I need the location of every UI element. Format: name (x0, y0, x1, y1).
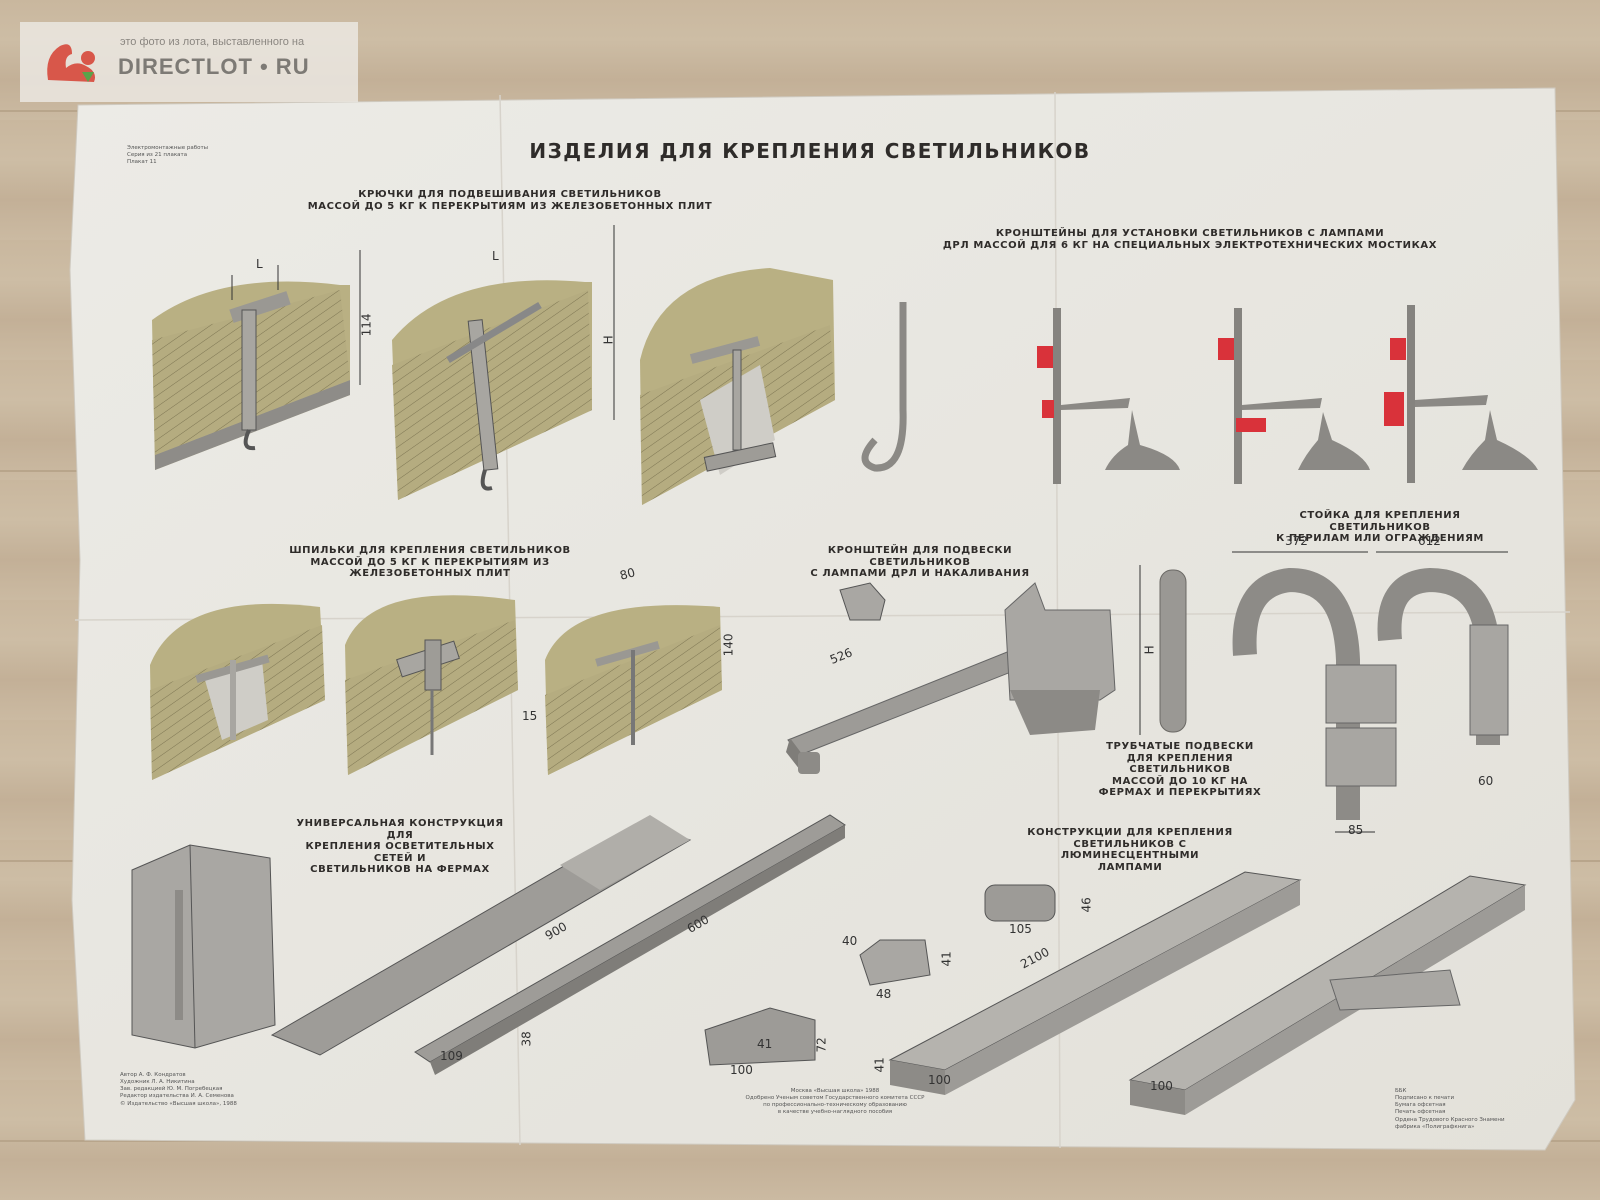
dim-109: 109 (440, 1049, 463, 1063)
dim-H-2: H (1142, 645, 1157, 655)
dim-48: 48 (876, 987, 892, 1001)
dim-114: 114 (359, 313, 374, 337)
credits-right: ББК Подписано к печати Бумага офсетная П… (1395, 1088, 1505, 1130)
pin-slab-3 (545, 605, 722, 775)
drl-bracket-1 (1037, 308, 1180, 484)
perforated-rail-900 (270, 815, 692, 1056)
dim-15: 15 (522, 709, 538, 723)
drl-bracket-2 (1218, 308, 1370, 484)
caption-universal: УНИВЕРСАЛЬНАЯ КОНСТРУКЦИЯ ДЛЯ КРЕПЛЕНИЯ … (296, 818, 504, 875)
pin-slab-1 (150, 603, 325, 780)
watermark-note: это фото из лота, выставленного на (120, 36, 305, 48)
fluorescent-clips (704, 884, 1056, 1066)
hook-slab-2 (392, 225, 615, 500)
watermark: это фото из лота, выставленного на DIREC… (20, 22, 358, 102)
fluorescent-channel-2 (1128, 875, 1527, 1115)
dim-41-b: 41 (939, 951, 954, 967)
railing-post-1 (1232, 551, 1397, 833)
universal-frame (131, 844, 276, 1049)
caption-hooks: КРЮЧКИ ДЛЯ ПОДВЕШИВАНИЯ СВЕТИЛЬНИКОВ МАС… (307, 189, 713, 212)
caption-fluorescent: КОНСТРУКЦИИ ДЛЯ КРЕПЛЕНИЯ СВЕТИЛЬНИКОВ С… (1027, 827, 1233, 873)
credits-left: Автор А. Ф. Кондратов Художник Л. А. Ник… (120, 1072, 237, 1107)
dim-372: 372 (1285, 534, 1308, 548)
hanging-bracket (786, 582, 1116, 774)
dim-L-2: L (492, 249, 499, 263)
dim-140: 140 (721, 633, 736, 657)
dim-60: 60 (1478, 774, 1494, 788)
caption-pins: ШПИЛЬКИ ДЛЯ КРЕПЛЕНИЯ СВЕТИЛЬНИКОВ МАССО… (289, 545, 571, 579)
perforated-rail-600 (414, 814, 846, 1075)
dim-85: 85 (1348, 823, 1364, 837)
railing-post-2 (1376, 551, 1509, 745)
dim-105: 105 (1009, 922, 1032, 936)
fluorescent-channel-1 (888, 871, 1302, 1095)
dim-612: 612 (1418, 534, 1441, 548)
caption-bracket-hang: КРОНШТЕЙН ДЛЯ ПОДВЕСКИ СВЕТИЛЬНИКОВ С ЛА… (810, 545, 1030, 579)
dim-100-a: 100 (730, 1063, 753, 1077)
dim-100-b: 100 (928, 1073, 951, 1087)
dim-46: 46 (1079, 897, 1094, 913)
poster-title: ИЗДЕЛИЯ ДЛЯ КРЕПЛЕНИЯ СВЕТИЛЬНИКОВ (529, 139, 1091, 163)
dim-41-c: 41 (872, 1057, 887, 1073)
squirrel-logo-icon (47, 44, 95, 82)
series-note: Электромонтажные работы Серия из 21 плак… (127, 145, 208, 166)
hook-slab-1 (152, 250, 361, 470)
watermark-brand: DIRECTLOT • RU (118, 54, 310, 79)
dim-L-1: L (256, 257, 263, 271)
dim-100-c: 100 (1150, 1079, 1173, 1093)
pin-slab-2 (345, 595, 518, 775)
dim-40: 40 (842, 934, 858, 948)
dim-H-1: H (601, 335, 616, 345)
open-hook-icon (861, 302, 907, 472)
dim-72: 72 (814, 1037, 829, 1053)
caption-tubular: ТРУБЧАТЫЕ ПОДВЕСКИ ДЛЯ КРЕПЛЕНИЯ СВЕТИЛЬ… (1098, 741, 1262, 798)
caption-post: СТОЙКА ДЛЯ КРЕПЛЕНИЯ СВЕТИЛЬНИКОВ К ПЕРИ… (1276, 510, 1484, 544)
caption-brackets-drl: КРОНШТЕЙНЫ ДЛЯ УСТАНОВКИ СВЕТИЛЬНИКОВ С … (942, 228, 1438, 251)
drl-bracket-3 (1384, 305, 1538, 483)
dim-41-a: 41 (757, 1037, 773, 1051)
hook-slab-3 (640, 268, 835, 505)
dim-38: 38 (519, 1031, 534, 1047)
tubular-suspension (1139, 565, 1187, 735)
credits-center: Москва «Высшая школа» 1988 Одобрено Учен… (745, 1088, 925, 1116)
